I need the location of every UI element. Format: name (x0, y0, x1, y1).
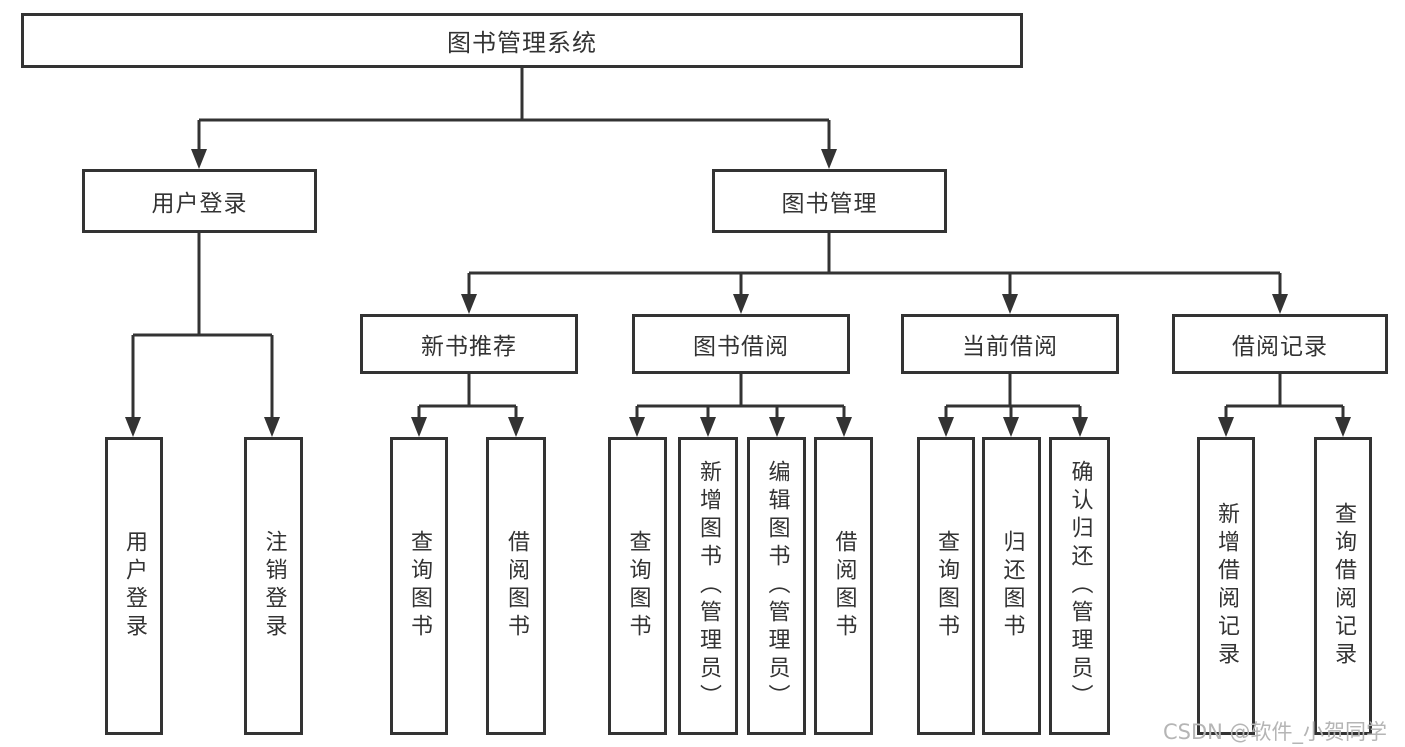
node-current-borrow: 当前借阅 (901, 314, 1119, 374)
leaf-query-books-current-label: 查询图书 (934, 530, 959, 642)
connector-current-borrow-to-leaves (938, 374, 1088, 437)
arrowhead (938, 417, 954, 437)
arrowhead (733, 294, 749, 314)
leaf-add-books-admin: 新增图书（管理员） (678, 437, 738, 735)
leaf-borrow-books-recommend-label: 借阅图书 (504, 530, 529, 642)
arrowhead (125, 417, 141, 437)
arrowhead (1003, 417, 1019, 437)
connector-user-login-to-leaves (125, 233, 280, 437)
arrowhead (1002, 294, 1018, 314)
arrowhead (191, 149, 207, 169)
leaf-borrow-books: 借阅图书 (814, 437, 873, 735)
leaf-return-books-label: 归还图书 (999, 530, 1025, 642)
arrowhead (836, 417, 852, 437)
leaf-user-login: 用户登录 (105, 437, 163, 735)
leaf-borrow-books-label: 借阅图书 (831, 530, 857, 642)
node-book-management-label: 图书管理 (781, 191, 878, 217)
leaf-query-books-recommend-label: 查询图书 (407, 530, 432, 642)
arrowhead (411, 417, 427, 437)
leaf-query-books-current: 查询图书 (917, 437, 975, 735)
connector-borrow-records-to-leaves (1218, 374, 1351, 437)
node-new-book-recommend-label: 新书推荐 (421, 334, 517, 360)
arrowhead (1272, 294, 1288, 314)
arrowhead (1335, 417, 1351, 437)
node-root-library-system: 图书管理系统 (21, 13, 1023, 68)
node-borrow-records: 借阅记录 (1172, 314, 1388, 374)
leaf-logout-label: 注销登录 (261, 530, 287, 642)
arrowhead (1218, 417, 1234, 437)
connector-new-book-recommend-to-leaves (411, 374, 524, 437)
arrowhead (821, 149, 837, 169)
connector-book-management-to-level3 (461, 233, 1288, 314)
arrowhead (461, 294, 477, 314)
node-book-borrow-label: 图书借阅 (693, 334, 789, 360)
leaf-edit-books-admin: 编辑图书（管理员） (747, 437, 806, 735)
leaf-add-borrow-record-label: 新增借阅记录 (1214, 502, 1239, 670)
arrowhead (264, 417, 280, 437)
leaf-confirm-return-admin: 确认归还（管理员） (1049, 437, 1110, 735)
leaf-query-borrow-record: 查询借阅记录 (1314, 437, 1372, 735)
leaf-add-borrow-record: 新增借阅记录 (1197, 437, 1255, 735)
node-borrow-records-label: 借阅记录 (1232, 334, 1328, 360)
arrowhead (508, 417, 524, 437)
leaf-confirm-return-admin-label: 确认归还（管理员） (1067, 460, 1093, 712)
node-root-label: 图书管理系统 (447, 29, 597, 57)
node-book-borrow: 图书借阅 (632, 314, 850, 374)
node-book-management: 图书管理 (712, 169, 947, 233)
csdn-watermark: CSDN @软件_小贺同学 (1163, 720, 1388, 744)
leaf-logout: 注销登录 (244, 437, 303, 735)
leaf-borrow-books-recommend: 借阅图书 (486, 437, 546, 735)
node-current-borrow-label: 当前借阅 (962, 334, 1058, 360)
leaf-return-books: 归还图书 (982, 437, 1041, 735)
arrowhead (1072, 417, 1088, 437)
node-new-book-recommend: 新书推荐 (360, 314, 578, 374)
node-user-login: 用户登录 (82, 169, 317, 233)
node-user-login-label: 用户登录 (151, 191, 248, 217)
leaf-query-books-recommend: 查询图书 (390, 437, 448, 735)
leaf-query-books-borrow-label: 查询图书 (625, 530, 651, 642)
leaf-query-borrow-record-label: 查询借阅记录 (1331, 502, 1356, 670)
leaf-add-books-admin-label: 新增图书（管理员） (696, 460, 721, 712)
leaf-query-books-borrow: 查询图书 (608, 437, 667, 735)
arrowhead (700, 417, 716, 437)
arrowhead (629, 417, 645, 437)
connector-book-borrow-to-leaves (629, 374, 852, 437)
leaf-user-login-label: 用户登录 (122, 530, 147, 642)
leaf-edit-books-admin-label: 编辑图书（管理员） (764, 460, 790, 712)
connector-root-to-level2 (191, 68, 837, 169)
arrowhead (769, 417, 785, 437)
